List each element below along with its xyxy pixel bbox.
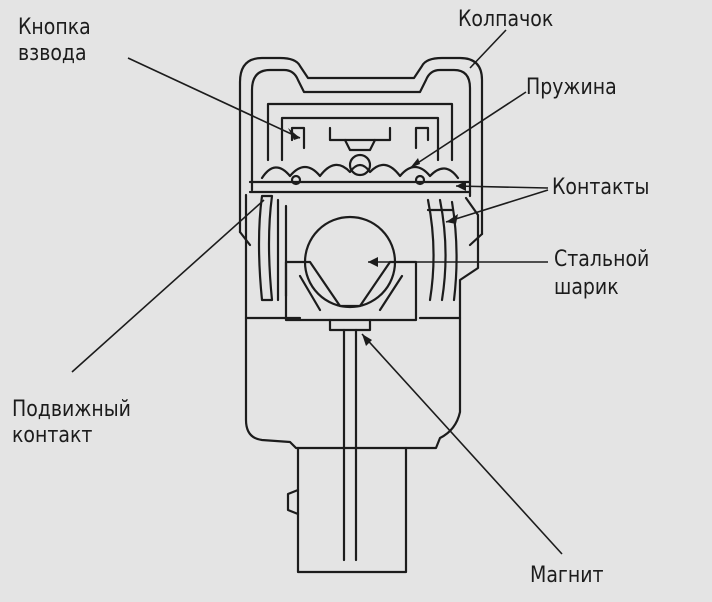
leader-magnet <box>361 333 563 555</box>
arrowhead-magnet <box>362 334 372 346</box>
arrowhead-cocking-button <box>288 128 300 140</box>
connector-housing <box>296 446 408 574</box>
contacts-plate <box>248 180 472 194</box>
label-movable-contact-line2: контакт <box>12 423 93 448</box>
label-movable-contact-line1: Подвижный <box>12 397 131 422</box>
label-magnet: Магнит <box>530 563 604 588</box>
arrowhead-contacts-top <box>456 181 466 191</box>
arrowhead-contacts-bottom <box>446 214 458 224</box>
leader-contacts-bottom <box>445 189 549 223</box>
cocking-button <box>266 102 454 162</box>
leader-spring <box>409 91 527 169</box>
leader-contacts-top <box>455 185 549 189</box>
body-outline <box>244 193 480 450</box>
arrowhead-steel-ball <box>368 257 378 267</box>
magnet-rod <box>342 328 358 562</box>
label-contacts: Контакты <box>552 175 650 200</box>
label-spring: Пружина <box>526 75 617 100</box>
label-steel-ball-line1: Стальной <box>554 247 650 272</box>
arrowhead-spring <box>410 158 420 168</box>
label-steel-ball-line2: шарик <box>554 275 619 300</box>
leader-movable-contact <box>71 199 265 373</box>
leader-cap <box>469 29 507 69</box>
right-contacts <box>426 198 458 302</box>
cap-outline <box>238 56 484 236</box>
spring <box>260 163 460 180</box>
label-cocking-button-line2: взвода <box>18 41 87 66</box>
leader-cocking-button <box>127 57 301 139</box>
label-cap: Колпачок <box>458 7 554 32</box>
left-contact <box>257 194 274 302</box>
label-cocking-button-line1: Кнопка <box>18 15 91 40</box>
cap-inner-outline <box>250 68 472 198</box>
